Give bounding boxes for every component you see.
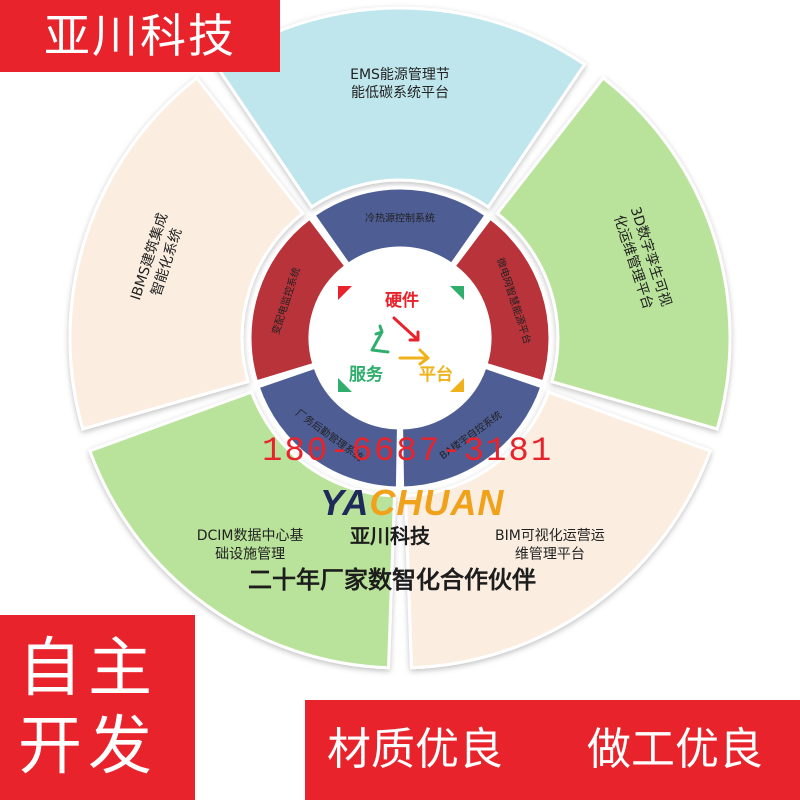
promo-line-2: 开发 bbox=[18, 710, 158, 784]
corner-accent-tr-icon bbox=[450, 286, 464, 300]
promo-tag: 自主 开发 bbox=[0, 615, 195, 800]
outer-label-bim: BIM可视化运营运维管理平台 bbox=[495, 528, 605, 562]
corner-accent-bl-icon bbox=[338, 378, 352, 392]
brand-corner-tag: 亚川科技 bbox=[0, 0, 280, 72]
corner-accent-tl-icon bbox=[338, 286, 352, 300]
arrow-hardware-icon bbox=[392, 316, 420, 342]
outer-label-dcim: DCIM数据中心基础设施管理 bbox=[197, 527, 304, 562]
slogan: 二十年厂家数智化合作伙伴 bbox=[248, 566, 536, 594]
outer-segment-ems bbox=[213, 6, 587, 210]
inner-segment-ba bbox=[400, 365, 544, 490]
outer-label-ems: EMS能源管理节能低碳系统平台 bbox=[350, 67, 450, 101]
inner-segment-logistics bbox=[256, 365, 400, 490]
arrow-service-icon bbox=[370, 324, 390, 354]
outer-segment-3d-twin bbox=[495, 75, 732, 431]
logo-part-chuan: CHUAN bbox=[369, 482, 505, 523]
promo-line-1: 自主 bbox=[18, 632, 158, 706]
center-word-hardware: 硬件 bbox=[385, 290, 419, 311]
logo-part-ya: YA bbox=[320, 482, 370, 523]
phone-number[interactable]: 180-6687-3181 bbox=[262, 433, 554, 471]
company-logo: YACHUAN bbox=[320, 483, 504, 523]
center-word-service: 服务 bbox=[349, 364, 384, 385]
brand-name-cn: 亚川科技 bbox=[350, 524, 430, 548]
outer-segment-bim bbox=[403, 390, 713, 670]
features-bar: 材质优良 做工优良 bbox=[305, 700, 800, 800]
arrow-platform-icon bbox=[398, 348, 430, 366]
feature-material: 材质优良 bbox=[327, 724, 503, 775]
corner-accent-br-icon bbox=[450, 378, 464, 392]
feature-craft: 做工优良 bbox=[587, 724, 763, 775]
center-word-platform: 平台 bbox=[419, 364, 453, 385]
inner-label-hvac: 冷热源控制系统 bbox=[365, 212, 435, 225]
inner-segment-hvac bbox=[311, 186, 489, 267]
center-hub bbox=[312, 250, 488, 426]
inner-segment-microgrid bbox=[452, 216, 552, 384]
outer-segment-dcim bbox=[87, 390, 397, 670]
outer-segment-ibms bbox=[68, 75, 305, 431]
inner-segment-power bbox=[248, 216, 348, 384]
